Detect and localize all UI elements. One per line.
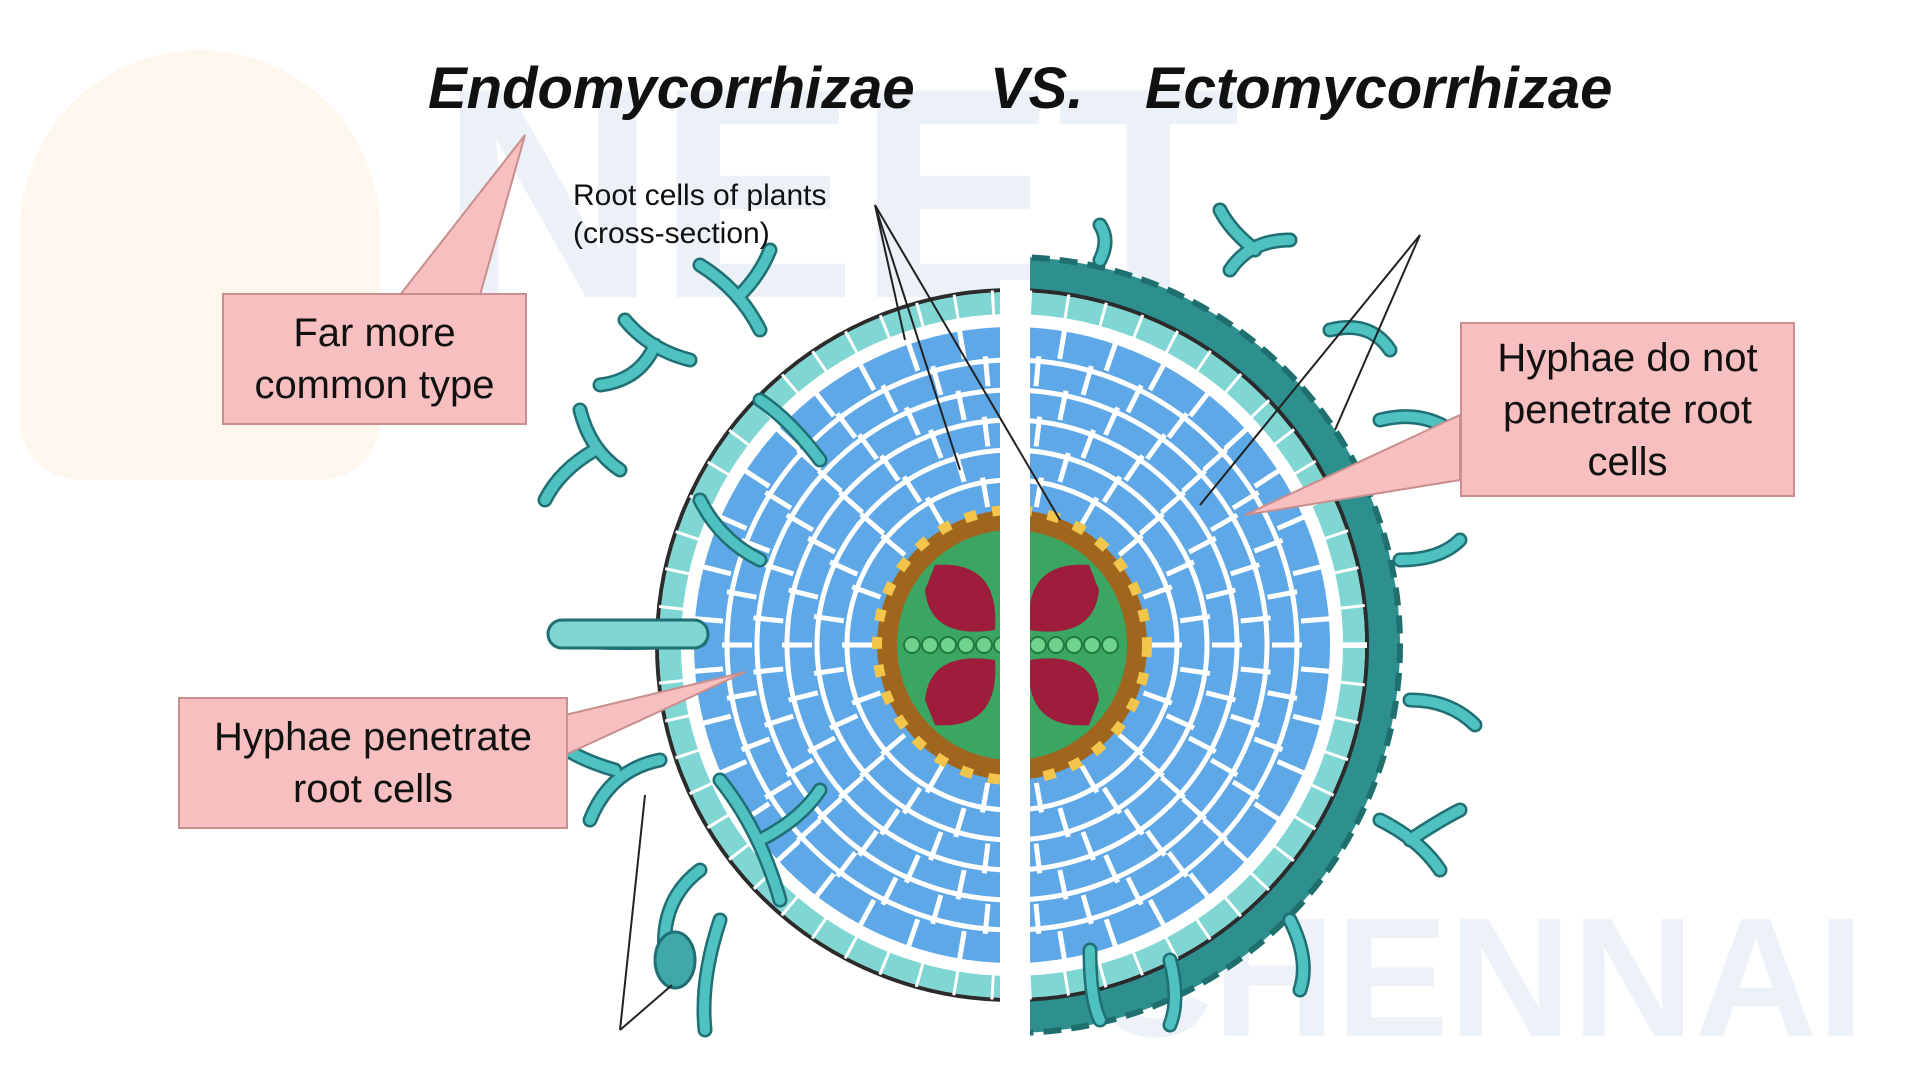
split-gap xyxy=(1000,280,1030,1020)
title-ectomycorrhizae: Ectomycorrhizae xyxy=(1145,56,1613,121)
root-cells-label: Root cells of plants (cross-section) xyxy=(573,179,827,250)
title-vs: VS. xyxy=(990,56,1084,121)
callout-tail-common xyxy=(397,134,526,296)
ecto-root-half xyxy=(1030,288,1369,1002)
endo-hyphae xyxy=(537,242,828,1038)
root-cells-pointers xyxy=(874,204,1061,521)
spore-pointers xyxy=(619,794,673,1031)
mantle-pointers xyxy=(1199,234,1421,506)
title-endomycorrhizae: Endomycorrhizae xyxy=(428,56,915,121)
ecto-hyphae xyxy=(1082,202,1483,1033)
spore-icon xyxy=(653,930,697,990)
